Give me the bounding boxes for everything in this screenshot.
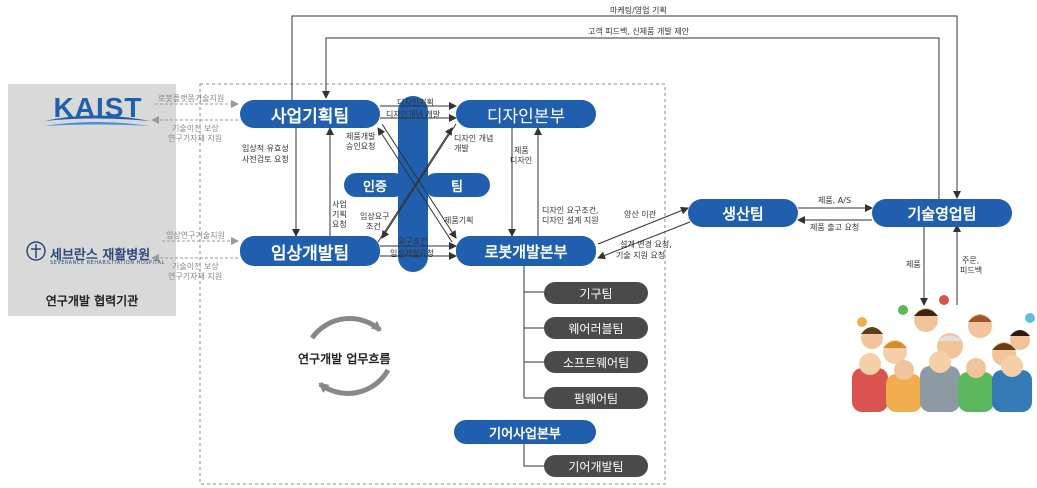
label-sev-in1: 기술이전 보상 — [172, 262, 219, 271]
node-cert-left: 인증 — [344, 173, 406, 197]
label-order2: 피드백 — [960, 266, 983, 275]
edge-biz-robot — [381, 123, 457, 239]
label-sev-out: 임상연구기술지원 — [166, 231, 225, 240]
tree-gear — [523, 442, 544, 467]
cert-bar — [398, 96, 428, 272]
label-bizplan1: 사업 — [332, 200, 347, 209]
edge-robot-production — [597, 206, 689, 245]
label-prod-plan: 제품기획 — [444, 216, 474, 225]
label-clin2: 사전검토 요청 — [242, 155, 289, 164]
severance-emblem-icon — [26, 241, 46, 261]
label-transfer: 양산 이관 — [624, 210, 656, 219]
label-top1: 마케팅/영업 기획 — [610, 6, 667, 15]
node-software-team: 소프트웨어팀 — [544, 351, 648, 373]
label-product: 제품 — [906, 260, 921, 269]
label-kaist-out: 로봇플랫폼기술지원 — [158, 94, 225, 103]
label-req-cond2: 조건 — [366, 222, 381, 231]
label-ship-req: 제품 출고 요청 — [810, 223, 860, 232]
label-sev-in2: 연구기자재 지원 — [168, 272, 223, 281]
label-approve1: 제품개발 — [346, 132, 376, 141]
company-boundary — [199, 83, 666, 485]
severance-logo: 세브란스 재활병원 — [50, 248, 151, 263]
customers-illustration — [852, 295, 1035, 412]
cycle-arrow-top — [309, 316, 382, 340]
partners-caption: 연구개발 협력기관 — [45, 294, 139, 308]
label-design-support1: 디자인 요구조건, — [542, 206, 599, 215]
node-clinical-dev: 임상개발팀 — [240, 236, 380, 266]
node-robot-dev: 로봇개발본부 — [456, 236, 596, 266]
node-gear-biz: 기어사업본부 — [454, 420, 596, 444]
label-bizplan2: 기획 — [332, 210, 347, 219]
node-gear-dev-team: 기어개발팀 — [544, 455, 648, 477]
node-tech-sales: 기술영업팀 — [872, 199, 1012, 227]
label-top2: 고객 피드백, 신제품 개발 제안 — [588, 27, 690, 36]
label-concept2: 개발 — [454, 144, 469, 153]
node-biz-planning: 사업기획팀 — [240, 100, 380, 128]
edge-top2 — [322, 37, 940, 200]
label-change1: 설계 변경 요청, — [620, 240, 672, 249]
edge-clinic-design — [377, 127, 453, 243]
node-mech-team: 기구팀 — [544, 282, 648, 304]
severance-logo-sub: SEVERANCE REHABILITATION HOSPITAL — [50, 260, 165, 266]
label-prod-design2: 디자인 — [510, 156, 533, 165]
node-wearable-team: 웨어러블팀 — [544, 317, 648, 339]
label-prod-design1: 제품 — [514, 146, 529, 155]
label-change2: 기술 지원 요청 — [616, 251, 666, 260]
label-kaist-in1: 기술이전 보상 — [172, 124, 219, 133]
kaist-logo: KAIST — [53, 92, 143, 123]
edge-production-robot — [597, 221, 691, 260]
edge-top1 — [291, 15, 961, 199]
node-cert-right: 팀 — [424, 173, 490, 197]
label-req-cond1: 임상요구 — [360, 212, 390, 221]
label-design-req1: 디자인기획 — [397, 98, 434, 107]
label-order1: 주문, — [962, 256, 980, 265]
label-approve2: 승인요청 — [346, 142, 376, 151]
kaist-logo-icon — [44, 115, 150, 126]
workflow-label: 연구개발 업무흐름 — [298, 352, 391, 366]
node-production: 생산팀 — [688, 199, 798, 227]
label-bizplan3: 요청 — [332, 220, 347, 229]
node-design: 디자인본부 — [456, 100, 596, 128]
label-design-support2: 디자인 설계 지원 — [542, 216, 599, 225]
node-firmware-team: 펌웨어팀 — [544, 387, 648, 409]
label-clin1: 임상적 유효성 — [242, 144, 289, 153]
label-req-cond3: 요구조건 — [398, 237, 428, 246]
label-prod-as: 제품, A/S — [818, 196, 852, 205]
label-design-req2: 디자인개념 개발 — [386, 110, 441, 119]
label-kaist-in2: 연구기자재 지원 — [168, 134, 223, 143]
label-clin-dev-req: 임상개발요청 — [390, 249, 435, 258]
cycle-arrow-bottom — [318, 368, 391, 396]
label-concept1: 디자인 개념 — [454, 134, 494, 143]
